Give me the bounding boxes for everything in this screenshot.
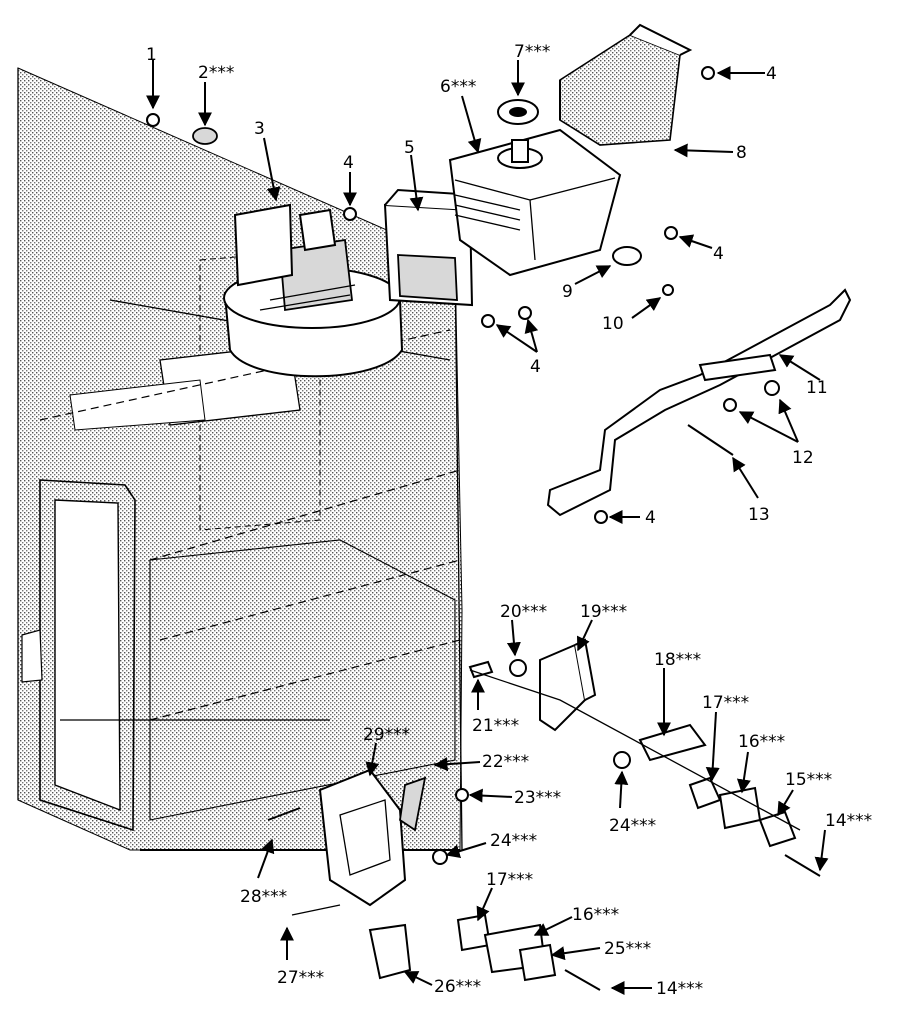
callout-4-top: 4 [766, 64, 777, 84]
upper-switch-assembly [468, 638, 821, 877]
callout-23: 23*** [514, 788, 561, 808]
oven-cabinet [17, 67, 463, 851]
callout-5: 5 [404, 138, 415, 158]
callout-4-right: 4 [713, 244, 724, 264]
callout-17-lower: 17*** [486, 870, 533, 890]
blower-motor-assembly [223, 203, 404, 378]
callout-10: 10 [602, 314, 624, 334]
callout-25: 25*** [604, 939, 651, 959]
callout-18: 18*** [654, 650, 701, 670]
callout-29: 29*** [363, 725, 410, 745]
mounting-bracket [546, 288, 852, 517]
callout-4-bracket: 4 [645, 508, 656, 528]
callout-15: 15*** [785, 770, 832, 790]
callout-3: 3 [254, 119, 265, 139]
antenna-gasket [497, 99, 539, 125]
callout-12: 12 [792, 448, 814, 468]
air-duct [383, 188, 477, 307]
lower-switch-assembly [267, 768, 601, 991]
callout-21: 21*** [472, 716, 519, 736]
air-guide [559, 23, 693, 146]
thermal-cutout [612, 246, 642, 266]
callout-24-upper: 24*** [609, 816, 656, 836]
callout-9: 9 [562, 282, 573, 302]
callout-14-lower: 14*** [656, 979, 703, 999]
callout-28: 28*** [240, 887, 287, 907]
callout-22: 22*** [482, 752, 529, 772]
callout-1: 1 [146, 45, 157, 65]
callout-27: 27*** [277, 968, 324, 988]
callout-20: 20*** [500, 602, 547, 622]
callout-14-upper: 14*** [825, 811, 872, 831]
callout-26: 26*** [434, 977, 481, 997]
callout-19: 19*** [580, 602, 627, 622]
callout-8: 8 [736, 143, 747, 163]
callout-4-duct: 4 [530, 357, 541, 377]
callout-13: 13 [748, 505, 770, 525]
callout-6: 6*** [440, 77, 476, 97]
callout-11: 11 [806, 378, 828, 398]
callouts: 1 2*** 3 4 5 6*** 7*** 4 8 4 9 10 4 11 1… [146, 42, 872, 999]
callout-24-lower: 24*** [490, 831, 537, 851]
callout-4-blower: 4 [343, 153, 354, 173]
magnetron [448, 128, 622, 277]
callout-2: 2*** [198, 63, 234, 83]
screws [146, 66, 780, 524]
callout-16-upper: 16*** [738, 732, 785, 752]
callout-16-lower: 16*** [572, 905, 619, 925]
callout-17-upper: 17*** [702, 693, 749, 713]
callout-7: 7*** [514, 42, 550, 62]
